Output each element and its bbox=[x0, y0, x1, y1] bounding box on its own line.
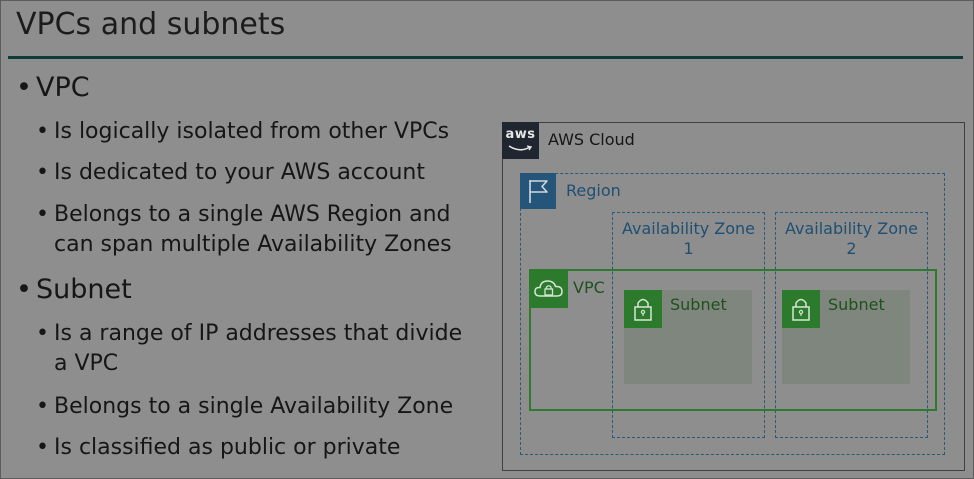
bullet-vpc-item-1: Is logically isolated from other VPCs bbox=[36, 117, 449, 147]
title-divider bbox=[8, 56, 963, 59]
availability-zone-1-label: Availability Zone 1 bbox=[612, 219, 765, 259]
availability-zone-2-number: 2 bbox=[846, 239, 857, 258]
availability-zone-1-number: 1 bbox=[683, 239, 694, 258]
availability-zone-2-container bbox=[775, 212, 928, 438]
bullet-subnet-item-3: Is classified as public or private bbox=[36, 433, 400, 463]
aws-cloud-label: AWS Cloud bbox=[548, 130, 635, 149]
bullet-vpc-item-3-line-1: Belongs to a single AWS Region and bbox=[54, 202, 451, 227]
slide-title: VPCs and subnets bbox=[16, 7, 286, 42]
bullet-subnet-heading: Subnet bbox=[16, 274, 132, 305]
availability-zone-2-title: Availability Zone bbox=[784, 219, 919, 238]
availability-zone-1-container bbox=[612, 212, 765, 438]
bullet-vpc-item-3-line-2: can span multiple Availability Zones bbox=[54, 232, 452, 257]
aws-cloud-container bbox=[502, 122, 965, 471]
bullet-vpc-heading: VPC bbox=[16, 72, 89, 103]
bullet-vpc-item-2: Is dedicated to your AWS account bbox=[36, 158, 425, 188]
flag-icon bbox=[520, 173, 556, 209]
subnet-1-label: Subnet bbox=[670, 295, 727, 314]
availability-zone-2-label: Availability Zone 2 bbox=[775, 219, 928, 259]
bullet-subnet-item-2: Belongs to a single Availability Zone bbox=[36, 392, 453, 422]
aws-logo-text: aws bbox=[505, 127, 536, 142]
vpc-label: VPC bbox=[573, 278, 605, 297]
region-container bbox=[520, 173, 945, 455]
availability-zone-1-title: Availability Zone bbox=[621, 219, 756, 238]
bullet-subnet-item-1-line-2: a VPC bbox=[54, 351, 119, 376]
bullet-subnet-item-1: Is a range of IP addresses that divide a… bbox=[36, 319, 463, 379]
region-label: Region bbox=[566, 181, 621, 200]
subnet-2-label: Subnet bbox=[828, 295, 885, 314]
bullet-subnet-item-1-line-1: Is a range of IP addresses that divide bbox=[54, 321, 463, 346]
bullet-vpc-item-3: Belongs to a single AWS Region and can s… bbox=[36, 200, 452, 260]
padlock-icon bbox=[624, 290, 662, 328]
vpc-container bbox=[529, 269, 937, 411]
aws-smile-icon bbox=[508, 145, 533, 151]
cloud-lock-icon bbox=[529, 269, 568, 308]
padlock-icon bbox=[782, 290, 820, 328]
aws-logo-icon: aws bbox=[502, 122, 539, 159]
